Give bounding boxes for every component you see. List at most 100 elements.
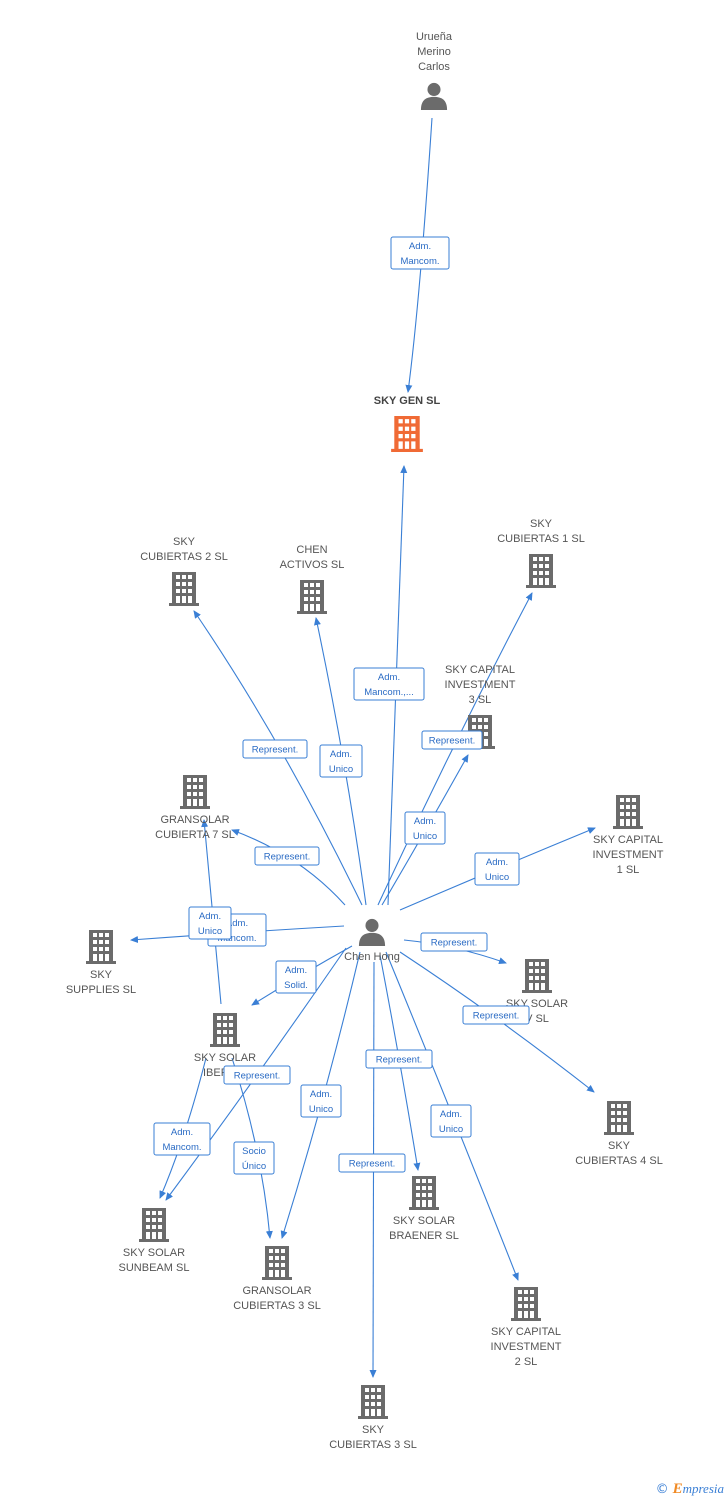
node-label: 3 SL — [469, 694, 492, 706]
relationship-label-box — [233, 1141, 275, 1175]
node-label: SKY SOLAR — [194, 1052, 256, 1064]
edge-urena-to-skygen — [405, 117, 433, 393]
relationship-label-text: Mancom.,... — [364, 687, 414, 698]
node-label: CUBIERTAS 2 SL — [140, 551, 228, 563]
node-label: CUBIERTAS 3 SL — [329, 1439, 417, 1451]
node-label: SKY GEN SL — [374, 395, 441, 407]
relationship-label-chen-solarv[interactable]: Represent. — [420, 932, 488, 952]
relationship-label-box — [275, 960, 317, 994]
relationship-label-chen-braener[interactable]: Represent. — [365, 1049, 433, 1069]
relationship-label-box — [365, 1049, 433, 1069]
relationship-label-chen-capinv2[interactable]: Adm.Unico — [430, 1104, 472, 1138]
relationship-label-chen-cub4[interactable]: Represent. — [462, 1005, 530, 1025]
relationship-label-box — [462, 1005, 530, 1025]
node-cub2[interactable]: SKY CUBIERTAS 2 SL — [140, 536, 228, 606]
relationship-label-text: Adm. — [171, 1127, 193, 1138]
node-label: SUPPLIES SL — [66, 984, 136, 996]
relationship-label-chen-cub3[interactable]: Represent. — [338, 1153, 406, 1173]
node-label: Chen Hong — [344, 951, 400, 963]
building-icon — [613, 795, 643, 829]
relationship-label-box — [390, 236, 450, 270]
node-label: Merino — [417, 46, 451, 58]
node-label: SKY — [173, 536, 196, 548]
relationship-label-chen-gran7[interactable]: Represent. — [254, 846, 320, 866]
relationship-label-text: Unico — [413, 831, 437, 842]
node-label: Carlos — [418, 61, 450, 73]
relationship-label-text: Unico — [485, 872, 509, 883]
relationship-label-chen-capinv1[interactable]: Adm. Unico — [474, 852, 520, 886]
relationship-label-text: Mancom. — [217, 933, 256, 944]
relationship-label-iberica-gran7[interactable]: Adm.Unico — [188, 906, 232, 940]
node-label: CUBIERTAS 1 SL — [497, 533, 585, 545]
node-skygen[interactable]: SKY GEN SL — [374, 395, 441, 452]
building-icon — [511, 1287, 541, 1321]
node-label: SKY SOLAR — [123, 1247, 185, 1259]
node-label: SKY CAPITAL — [491, 1326, 561, 1338]
relationship-label-box — [242, 739, 308, 759]
relationship-label-box — [404, 811, 446, 845]
edges-layer — [130, 117, 596, 1378]
node-label: Urueña — [416, 31, 453, 43]
relationship-label-chen-chenact[interactable]: Adm.Unico — [319, 744, 363, 778]
edge-chen-to-gran7 — [231, 829, 346, 906]
relationship-label-text: Mancom. — [162, 1142, 201, 1153]
node-label: INVESTMENT — [593, 849, 664, 861]
building-icon — [526, 554, 556, 588]
empresia-logo[interactable]: ©Empresia — [656, 1481, 724, 1498]
node-chen[interactable]: Chen Hong — [344, 918, 400, 963]
building-icon — [180, 775, 210, 809]
copyright-symbol: © — [655, 1482, 669, 1497]
building-icon — [169, 572, 199, 606]
node-label: ACTIVOS SL — [280, 559, 345, 571]
relationship-label-chen-cub2[interactable]: Represent. — [242, 739, 308, 759]
relationship-label-chen-cub1[interactable]: Represent. — [421, 730, 483, 750]
relationship-label-box — [300, 1084, 342, 1118]
node-capinv2[interactable]: SKY CAPITAL INVESTMENT 2 SL — [491, 1287, 562, 1368]
node-label: 2 SL — [515, 1356, 538, 1368]
relationship-label-chen-iberica[interactable]: Adm.Solid. — [275, 960, 317, 994]
person-icon — [420, 82, 448, 110]
relationship-label-text: Único — [242, 1161, 266, 1172]
relationship-label-text: Represent. — [252, 745, 298, 756]
relationship-label-text: Represent. — [349, 1159, 395, 1170]
relationship-label-iberica-sunbeam[interactable]: Adm. Mancom. — [153, 1122, 211, 1156]
relationship-label-text: Solid. — [284, 980, 308, 991]
node-label: INVESTMENT — [491, 1341, 562, 1353]
building-icon — [391, 416, 423, 452]
relationship-label-chen-capinv3[interactable]: Adm.Unico — [404, 811, 446, 845]
relationship-labels-layer: Adm. Mancom. Adm. Mancom.,... Represent. Adm.… — [153, 236, 530, 1175]
node-label: SKY — [90, 969, 113, 981]
relationship-label-text: Adm. — [486, 857, 508, 868]
building-icon — [262, 1246, 292, 1280]
relationship-label-chen-gran3[interactable]: Adm.Unico — [300, 1084, 342, 1118]
relationship-label-box — [474, 852, 520, 886]
relationship-label-text: Adm. — [378, 672, 400, 683]
relationship-label-box — [430, 1104, 472, 1138]
relationship-label-box — [338, 1153, 406, 1173]
node-chenact[interactable]: CHEN ACTIVOS SL — [280, 544, 345, 614]
relationship-label-text: Socio — [242, 1146, 266, 1157]
node-supplies[interactable]: SKY SUPPLIES SL — [66, 930, 136, 996]
relationship-label-chen-skygen[interactable]: Adm. Mancom.,... — [353, 667, 425, 701]
relationship-label-urena-skygen[interactable]: Adm.Mancom. — [390, 236, 450, 270]
building-icon — [297, 580, 327, 614]
building-icon — [139, 1208, 169, 1242]
node-label: SKY CAPITAL — [445, 664, 515, 676]
node-label: CHEN — [296, 544, 327, 556]
relationship-label-text: Represent. — [429, 736, 475, 747]
relationship-label-chen-sunbeam[interactable]: Represent. — [223, 1065, 291, 1085]
building-icon — [210, 1013, 240, 1047]
